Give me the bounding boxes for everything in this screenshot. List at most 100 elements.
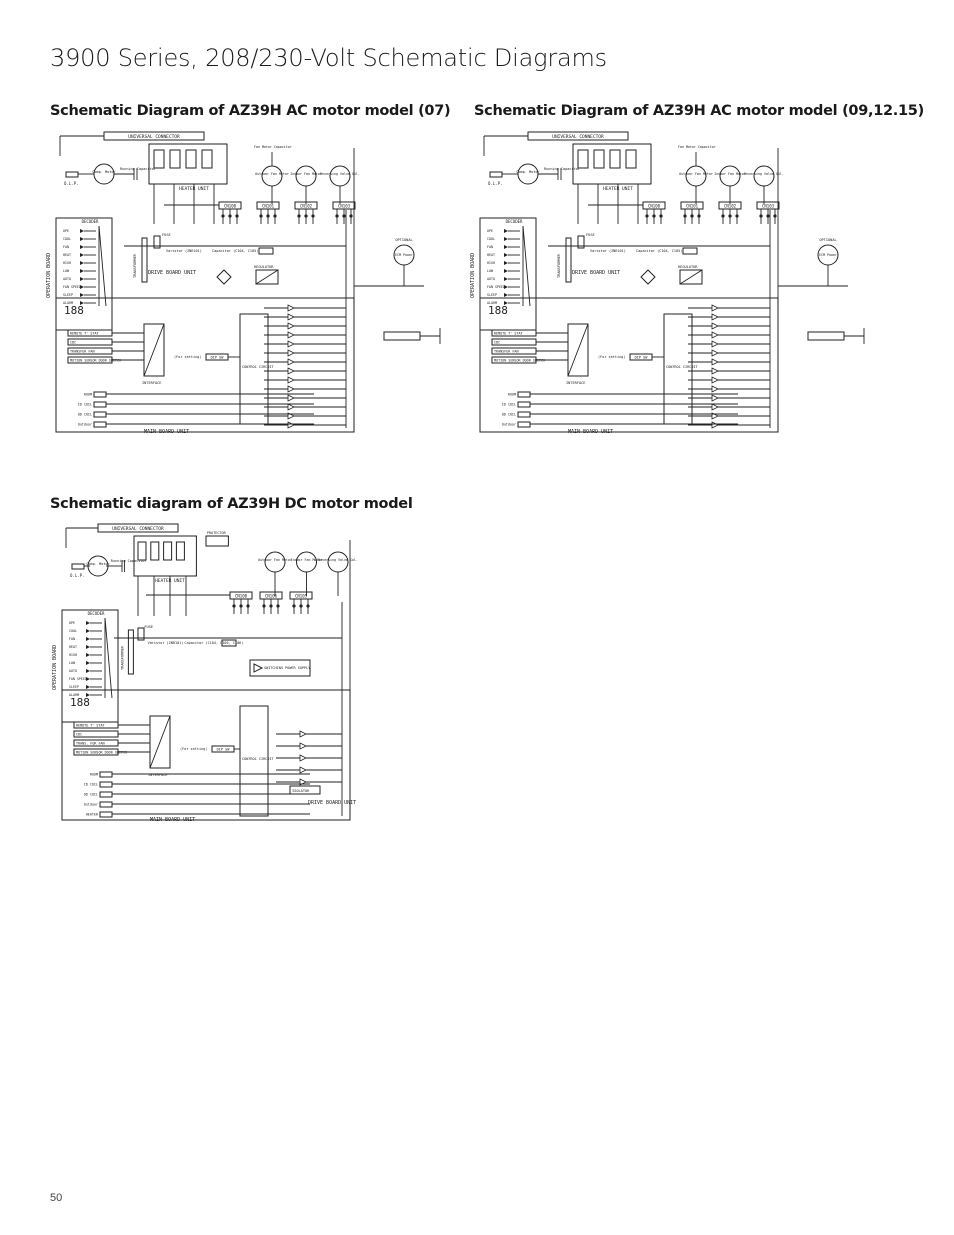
junction-dot xyxy=(221,214,225,218)
led-icon xyxy=(86,621,90,625)
motor-label: Reversing Valve Sol. xyxy=(318,558,358,562)
led-icon xyxy=(80,245,84,249)
sensor-label: Outdoor xyxy=(84,803,98,807)
motor-symbol xyxy=(261,165,283,187)
dip-switch-label: DIP SW xyxy=(217,748,231,752)
driver-arrow-icon xyxy=(299,742,307,750)
driver-arrow-icon xyxy=(287,304,295,312)
led-icon xyxy=(80,237,84,241)
driver-arrow-icon xyxy=(287,403,295,411)
junction-dot xyxy=(273,214,277,218)
regulator-box xyxy=(255,269,279,285)
interface-label: INTERFACE xyxy=(148,773,167,777)
junction-dot xyxy=(335,214,339,218)
driver-arrow-icon xyxy=(287,340,295,348)
cn-box xyxy=(258,247,274,255)
motor-label: Indoor Fan Motor xyxy=(290,172,322,176)
comp-motor-symbol xyxy=(517,163,539,185)
input-label: REMOTE T' STAT xyxy=(494,332,523,336)
universal-connector-label: UNIVERSAL CONNECTOR xyxy=(112,526,164,532)
relay-label: CN100 xyxy=(235,594,248,599)
heater-unit-box xyxy=(148,143,228,185)
varistor-label: Varistor (ZNR101) xyxy=(148,641,184,645)
thermistor-box xyxy=(99,801,113,808)
driver-arrow-icon xyxy=(711,412,719,420)
thermistor-box xyxy=(99,771,113,778)
isolator-label: ISOLATOR xyxy=(292,789,310,793)
heater-relay xyxy=(593,149,605,169)
motor-symbol xyxy=(327,551,349,573)
led-label: OPE xyxy=(69,621,75,625)
led-icon xyxy=(80,229,84,233)
bridge-rectifier-icon xyxy=(640,269,656,285)
comp-motor-label: Comp. Motor xyxy=(92,170,115,174)
main-board-unit-label: MAIN BOARD UNIT xyxy=(144,429,189,435)
input-label: MOTION SENSOR DOOR SWITCH xyxy=(70,359,121,363)
driver-arrow-icon xyxy=(287,385,295,393)
driver-arrow-icon xyxy=(287,313,295,321)
relay-label: CN101 xyxy=(686,204,699,209)
led-label: OPE xyxy=(63,229,69,233)
fuse-box xyxy=(137,627,145,641)
driver-arrow-icon xyxy=(711,376,719,384)
protector-label: PROTECTOR xyxy=(207,531,227,535)
universal-connector-label: UNIVERSAL CONNECTOR xyxy=(552,134,604,140)
relay-label: CN105 xyxy=(295,594,308,599)
led-icon xyxy=(86,661,90,665)
driver-arrow-icon xyxy=(711,367,719,375)
drive-board-unit-label: DRIVE BOARD UNIT xyxy=(308,800,356,806)
input-label: TRANS. FOR FAN xyxy=(76,742,105,746)
driver-arrow-icon xyxy=(711,403,719,411)
driver-arrow-icon xyxy=(711,322,719,330)
driver-arrow-icon xyxy=(287,394,295,402)
sensor-label: OD COIL xyxy=(502,413,516,417)
wire xyxy=(143,323,165,377)
diode-icon xyxy=(253,663,264,673)
universal-connector-label: UNIVERSAL CONNECTOR xyxy=(128,134,180,140)
ecm-power-label: ECM Power xyxy=(819,253,837,257)
junction-dot xyxy=(690,214,694,218)
heater-relay xyxy=(577,149,589,169)
cn-box xyxy=(682,247,698,255)
input-label: CDC xyxy=(494,341,500,345)
junction-dot xyxy=(259,214,263,218)
sensor-label: Outdoor xyxy=(78,423,92,427)
optional-connector-box xyxy=(383,331,421,341)
junction-dot xyxy=(246,604,250,608)
led-label: FAN SPEED xyxy=(487,285,505,289)
isolator-box xyxy=(289,785,321,795)
input-label: MOTION SENSOR DOOR SWITCH xyxy=(494,359,545,363)
thermistor-box xyxy=(99,781,113,788)
junction-dot xyxy=(292,604,296,608)
control-circuit-label: CONTROL CIRCUIT xyxy=(242,365,275,369)
input-label: TRANSFER FAN xyxy=(70,350,95,354)
olp-label: O.L.P. xyxy=(488,181,502,186)
driver-arrow-icon xyxy=(287,421,295,429)
junction-dot xyxy=(728,214,732,218)
fan-motor-capacitor-label: Fan Motor Capacitor xyxy=(254,145,292,149)
heater-relay xyxy=(201,149,213,169)
junction-dot xyxy=(735,214,739,218)
led-label: HEAT xyxy=(487,253,495,257)
sensor-label: Outdoor xyxy=(502,423,516,427)
motor-label: Outdoor Fan Motor xyxy=(255,172,289,176)
led-label: AUTO xyxy=(63,277,71,281)
sensor-label: OD COIL xyxy=(78,413,92,417)
operation-board-label: OPERATION BOARD xyxy=(46,253,52,298)
driver-arrow-icon xyxy=(287,376,295,384)
motor-symbol xyxy=(295,165,317,187)
led-label: HEAT xyxy=(69,645,77,649)
regulator-label: REGULATOR xyxy=(254,265,274,269)
for-setting-label: (For setting) xyxy=(598,355,625,359)
motor-label: Outdoor Fan Motor xyxy=(679,172,713,176)
heater-relay xyxy=(163,541,173,561)
driver-arrow-icon xyxy=(287,331,295,339)
led-icon xyxy=(504,237,508,241)
wire xyxy=(255,269,279,285)
motor-symbol xyxy=(296,551,317,573)
sensor-label: ROOM xyxy=(508,393,516,397)
heater-relay xyxy=(137,541,147,561)
wire xyxy=(567,323,589,377)
input-label: TRANSFER FAN xyxy=(494,350,519,354)
